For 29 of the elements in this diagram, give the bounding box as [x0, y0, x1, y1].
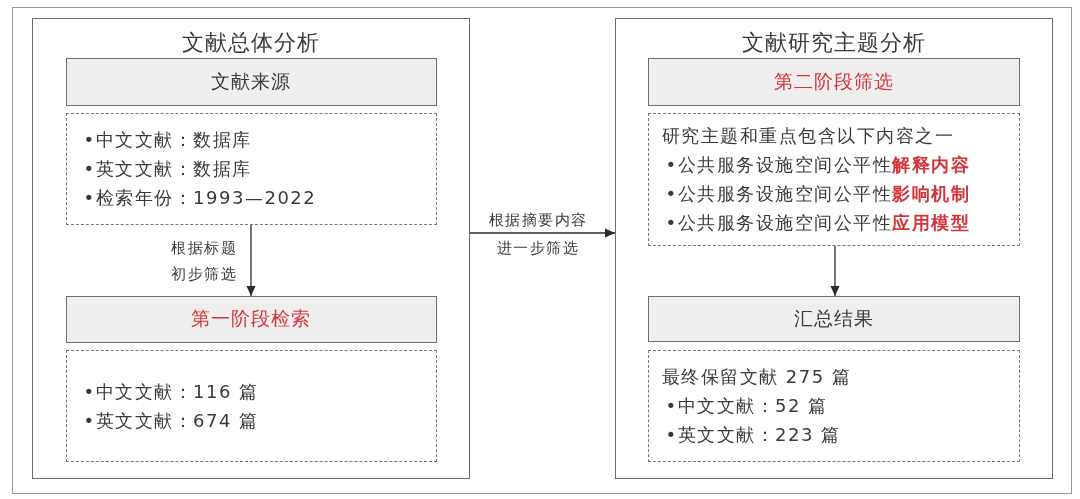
content-box	[65, 112, 437, 225]
list-heading: 研究主题和重点包含以下内容之一	[661, 124, 954, 148]
list-item: •公共服务设施空间公平性影响机制	[665, 182, 971, 206]
list-item: •英文文献：223 篇	[665, 423, 841, 447]
edge-label: 根据摘要内容进一步筛选	[487, 210, 589, 259]
section-header: 第二阶段筛选	[647, 57, 1020, 106]
list-item: •英文文献：数据库	[83, 157, 252, 181]
section-header: 汇总结果	[647, 295, 1020, 342]
list-item: •公共服务设施空间公平性解释内容	[665, 153, 971, 177]
section-header: 文献来源	[65, 57, 437, 106]
list-item: •中文文献：52 篇	[665, 394, 828, 418]
list-heading: 最终保留文献 275 篇	[661, 365, 852, 389]
list-item: •中文文献：数据库	[83, 128, 252, 152]
content-box	[647, 112, 1020, 246]
panel-title: 文献研究主题分析	[742, 29, 926, 57]
section-panel	[615, 18, 1053, 479]
section-header: 第一阶段检索	[65, 295, 437, 343]
arrow	[246, 224, 256, 297]
panel-title: 文献总体分析	[182, 29, 320, 57]
list-item: •检索年份：1993—2022	[83, 186, 317, 210]
content-box	[647, 349, 1020, 462]
list-item: •英文文献：674 篇	[83, 408, 259, 433]
list-item: •中文文献：116 篇	[83, 379, 259, 404]
arrow	[469, 228, 616, 238]
arrow	[830, 245, 840, 297]
list-item: •公共服务设施空间公平性应用模型	[665, 211, 971, 235]
edge-label: 根据标题初步筛选	[170, 238, 238, 285]
section-panel	[32, 18, 470, 479]
content-box	[65, 349, 437, 462]
